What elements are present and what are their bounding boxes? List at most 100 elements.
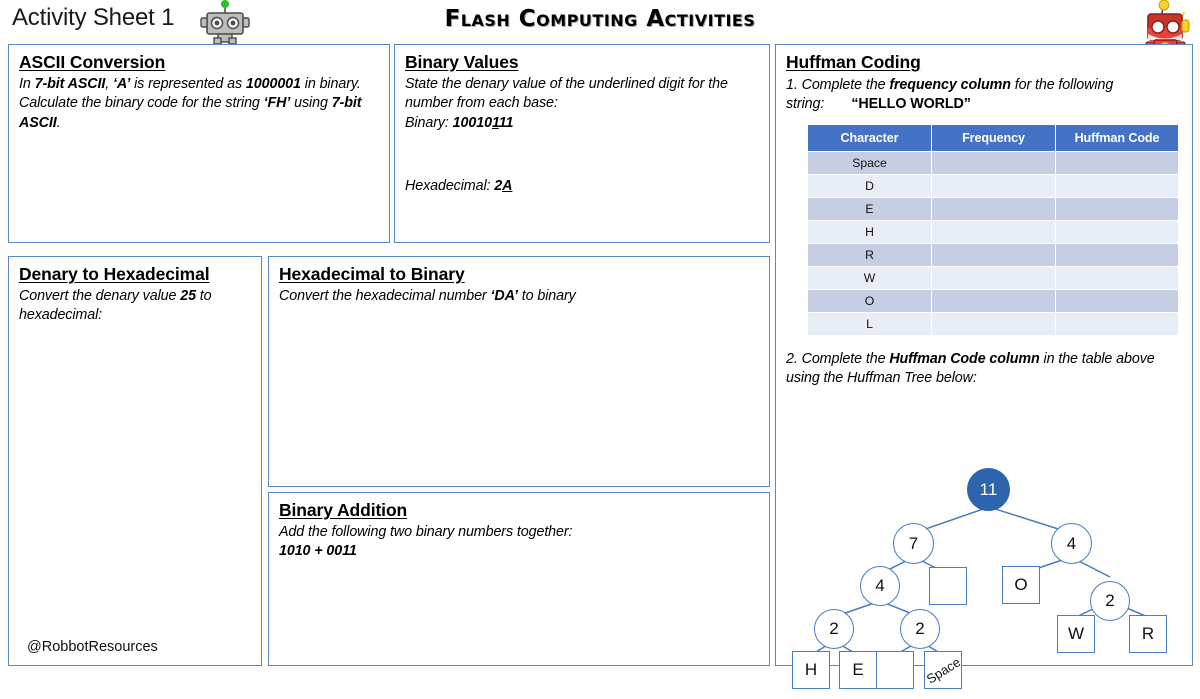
table-row: O [807, 288, 1179, 313]
binary-values-spacer [405, 133, 759, 177]
cell-frequency[interactable] [931, 288, 1056, 313]
ascii-text-7: in binary. Calculate the binary code for… [19, 75, 361, 112]
ascii-text-10: 7-bit ASCII [19, 95, 362, 131]
panel-hexadecimal-to-binary[interactable]: Hexadecimal to Binary Convert the hexade… [268, 256, 770, 487]
ascii-text-3: , [105, 75, 114, 92]
binary-digit-underlined: 1 [491, 114, 499, 131]
table-row: W [807, 265, 1179, 290]
column-header-frequency: Frequency [931, 123, 1056, 152]
page-header: Activity Sheet 1 Flash Computing Activit… [0, 0, 1200, 68]
denhex-value: 25 [180, 287, 196, 304]
cell-frequency[interactable] [931, 196, 1056, 221]
hex-to-binary-prompt: Convert the hexadecimal number ‘DA’ to b… [279, 287, 759, 306]
column-header-character: Character [807, 123, 932, 152]
cell-character: L [807, 311, 932, 336]
ascii-text-2: 7-bit ASCII [34, 75, 106, 92]
table-row: L [807, 311, 1179, 336]
ascii-text-8: ‘FH’ [263, 95, 291, 112]
cell-frequency[interactable] [931, 311, 1056, 336]
cell-frequency[interactable] [931, 242, 1056, 267]
huffman-tree: 11 7 4 4 2 2 H E Space O 2 W R [776, 459, 1194, 699]
panel-title-huffman: Huffman Coding [786, 52, 921, 72]
cell-frequency[interactable] [931, 219, 1056, 244]
cell-character: R [807, 242, 932, 267]
tree-leaf-blank-lower[interactable] [876, 651, 914, 689]
panel-ascii-conversion[interactable]: ASCII Conversion In 7-bit ASCII, ‘A’ is … [8, 44, 390, 243]
tree-leaf-blank-upper[interactable] [929, 567, 967, 605]
page-title: Flash Computing Activities [444, 6, 756, 32]
binary-values-binary-line: Binary: 10010111 [405, 114, 759, 133]
ascii-text-9: using [290, 95, 332, 112]
hex-digit-underlined: A [502, 178, 513, 195]
hex-label: Hexadecimal: [405, 178, 495, 195]
tree-leaf-space[interactable]: Space [923, 651, 963, 689]
tree-node-right-4[interactable]: 4 [1051, 523, 1092, 564]
panel-title-binary-values: Binary Values [405, 52, 519, 72]
tree-leaf-e[interactable]: E [839, 651, 877, 689]
tree-node-left-7[interactable]: 7 [893, 523, 934, 564]
cell-character: H [807, 219, 932, 244]
cell-frequency[interactable] [931, 265, 1056, 290]
huff-q1-emph: frequency column [889, 76, 1011, 93]
cell-huffman-code[interactable] [1055, 150, 1179, 175]
ascii-text-5: is represented as [130, 75, 246, 92]
ascii-text-4: ‘A’ [113, 75, 131, 92]
panel-body-ascii: In 7-bit ASCII, ‘A’ is represented as 10… [19, 75, 379, 133]
denhex-text-2: to hexadecimal: [19, 287, 212, 324]
panel-title-binary-addition: Binary Addition [279, 500, 408, 520]
tree-node-left-pair-b-2[interactable]: 2 [900, 609, 940, 649]
binary-addition-sum: 1010 + 0011 [279, 542, 759, 561]
binary-digits-post: 11 [498, 114, 514, 131]
hex-digits-pre: 2 [494, 178, 503, 195]
hexbin-text-1: Convert the hexadecimal number [279, 287, 491, 304]
cell-character: Space [807, 150, 932, 175]
table-header-row: Character Frequency Huffman Code [807, 123, 1179, 152]
hexbin-text-2: to binary [517, 287, 576, 304]
ascii-text-1: In [19, 75, 35, 92]
cell-character: E [807, 196, 932, 221]
binary-addition-prompt: Add the following two binary numbers tog… [279, 523, 573, 540]
cell-frequency[interactable] [931, 150, 1056, 175]
tree-node-left-pair-a-2[interactable]: 2 [814, 609, 854, 649]
denary-to-hex-prompt: Convert the denary value 25 to hexadecim… [19, 287, 251, 326]
tree-leaf-r[interactable]: R [1129, 615, 1167, 653]
tree-leaf-h[interactable]: H [792, 651, 830, 689]
cell-huffman-code[interactable] [1055, 196, 1179, 221]
panel-binary-addition[interactable]: Binary Addition Add the following two bi… [268, 492, 770, 666]
ascii-text-6: 1000001 [245, 75, 301, 92]
panel-title-denary-to-hex: Denary to Hexadecimal [19, 264, 210, 284]
huffman-question-1: 1. Complete the frequency column for the… [786, 76, 1182, 115]
tree-node-right-inner-2[interactable]: 2 [1090, 581, 1130, 621]
panel-title-ascii: ASCII Conversion [19, 52, 166, 72]
binary-digits-pre: 10010 [452, 114, 492, 131]
cell-huffman-code[interactable] [1055, 219, 1179, 244]
table-row: D [807, 173, 1179, 198]
panel-title-hex-to-binary: Hexadecimal to Binary [279, 264, 465, 284]
denhex-text-1: Convert the denary value [19, 287, 181, 304]
cell-character: D [807, 173, 932, 198]
tree-node-root[interactable]: 11 [967, 468, 1010, 511]
panel-huffman-coding[interactable]: Huffman Coding 1. Complete the frequency… [775, 44, 1193, 689]
ascii-text-11: . [56, 114, 61, 131]
tree-leaf-o[interactable]: O [1002, 566, 1040, 604]
cell-huffman-code[interactable] [1055, 288, 1179, 313]
table-row: H [807, 219, 1179, 244]
binary-addition-sum-value: 1010 + 0011 [279, 543, 357, 560]
huff-q1-text-1: 1. Complete the [786, 76, 890, 93]
binary-values-hex-line: Hexadecimal: 2A [405, 177, 759, 196]
panel-denary-to-hexadecimal[interactable]: Denary to Hexadecimal Convert the denary… [8, 256, 262, 666]
cell-huffman-code[interactable] [1055, 265, 1179, 290]
panel-binary-values[interactable]: Binary Values State the denary value of … [394, 44, 770, 243]
huffman-frequency-table[interactable]: Character Frequency Huffman Code Space D [807, 123, 1179, 336]
cell-huffman-code[interactable] [1055, 173, 1179, 198]
table-row: R [807, 242, 1179, 267]
tree-leaf-w[interactable]: W [1057, 615, 1095, 653]
huffman-question-2: 2. Complete the Huffman Code column in t… [786, 350, 1182, 389]
tree-node-left-inner-4[interactable]: 4 [860, 566, 900, 606]
cell-frequency[interactable] [931, 173, 1056, 198]
cell-huffman-code[interactable] [1055, 242, 1179, 267]
column-header-huffman-code: Huffman Code [1055, 123, 1179, 152]
table-row: E [807, 196, 1179, 221]
huff-q2-text-1: 2. Complete the [786, 350, 890, 367]
cell-huffman-code[interactable] [1055, 311, 1179, 336]
